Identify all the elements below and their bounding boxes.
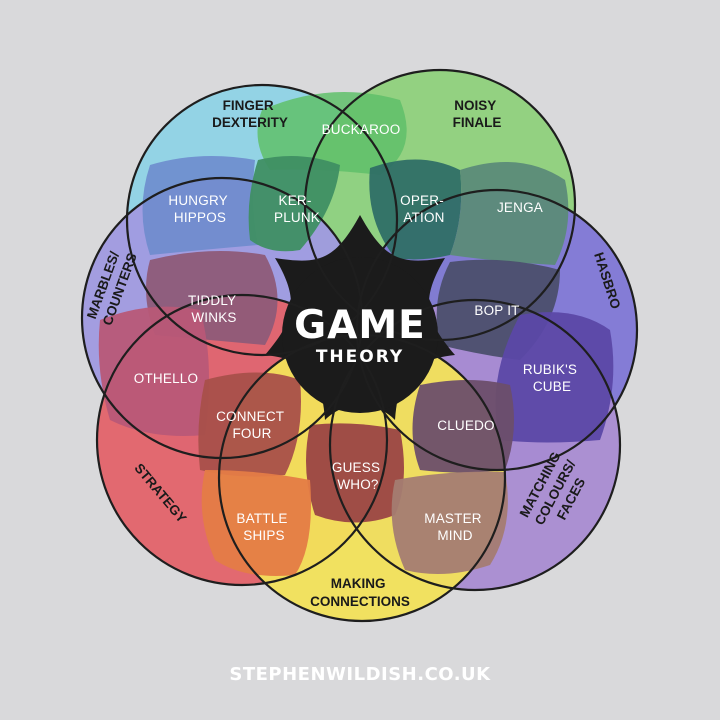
footer-website[interactable]: STEPHENWILDISH.CO.UK	[229, 664, 491, 685]
overlap-buckaroo	[257, 92, 407, 175]
overlap-shading	[98, 92, 614, 576]
overlap-othello	[98, 306, 209, 436]
game-othello: OTHELLO	[134, 371, 198, 386]
outline-finger-dexterity	[125, 83, 399, 357]
category-noisy-finale: NOISY FINALE	[453, 98, 502, 130]
outline-marbles-counters	[80, 176, 364, 460]
overlap-connect-four	[198, 372, 301, 477]
overlap-cluedo	[412, 380, 514, 473]
game-master-mind: MASTER MIND	[424, 511, 485, 543]
game-connect-four: CONNECT FOUR	[216, 409, 288, 441]
game-battle-ships: BATTLE SHIPS	[236, 511, 291, 543]
game-cluedo: CLUEDO	[437, 418, 494, 433]
overlap-jenga	[450, 162, 569, 265]
overlap-kerplunk	[248, 156, 340, 252]
outline-strategy	[95, 293, 389, 587]
game-jenga: JENGA	[497, 200, 543, 215]
game-operation: OPER- ATION	[400, 193, 448, 225]
game-tiddly-winks: TIDDLY WINKS	[188, 293, 240, 325]
game-rubiks-cube: RUBIK'S CUBE	[523, 362, 581, 394]
circle-outlines	[80, 68, 639, 623]
outline-hasbro	[355, 188, 639, 472]
outline-making-connections	[217, 333, 507, 623]
game-hungry-hippos: HUNGRY HIPPOS	[168, 193, 231, 225]
game-buckaroo: BUCKAROO	[322, 122, 401, 137]
game-ker-plunk: KER- PLUNK	[274, 193, 320, 225]
overlap-master-mind	[391, 471, 508, 574]
category-finger-dexterity: FINGER DEXTERITY	[212, 98, 288, 130]
overlap-battle-ships	[201, 470, 311, 576]
game-bop-it: BOP IT	[474, 303, 519, 318]
game-guess-who: GUESS WHO?	[332, 460, 384, 492]
overlap-rubiks-cube	[495, 312, 614, 443]
subtitle: THEORY	[316, 347, 404, 367]
overlap-hungry-hippos	[142, 156, 258, 255]
outline-matching-colours-faces	[328, 298, 622, 592]
title: GAME	[294, 303, 426, 348]
category-making-connections: MAKING CONNECTIONS	[310, 576, 410, 609]
